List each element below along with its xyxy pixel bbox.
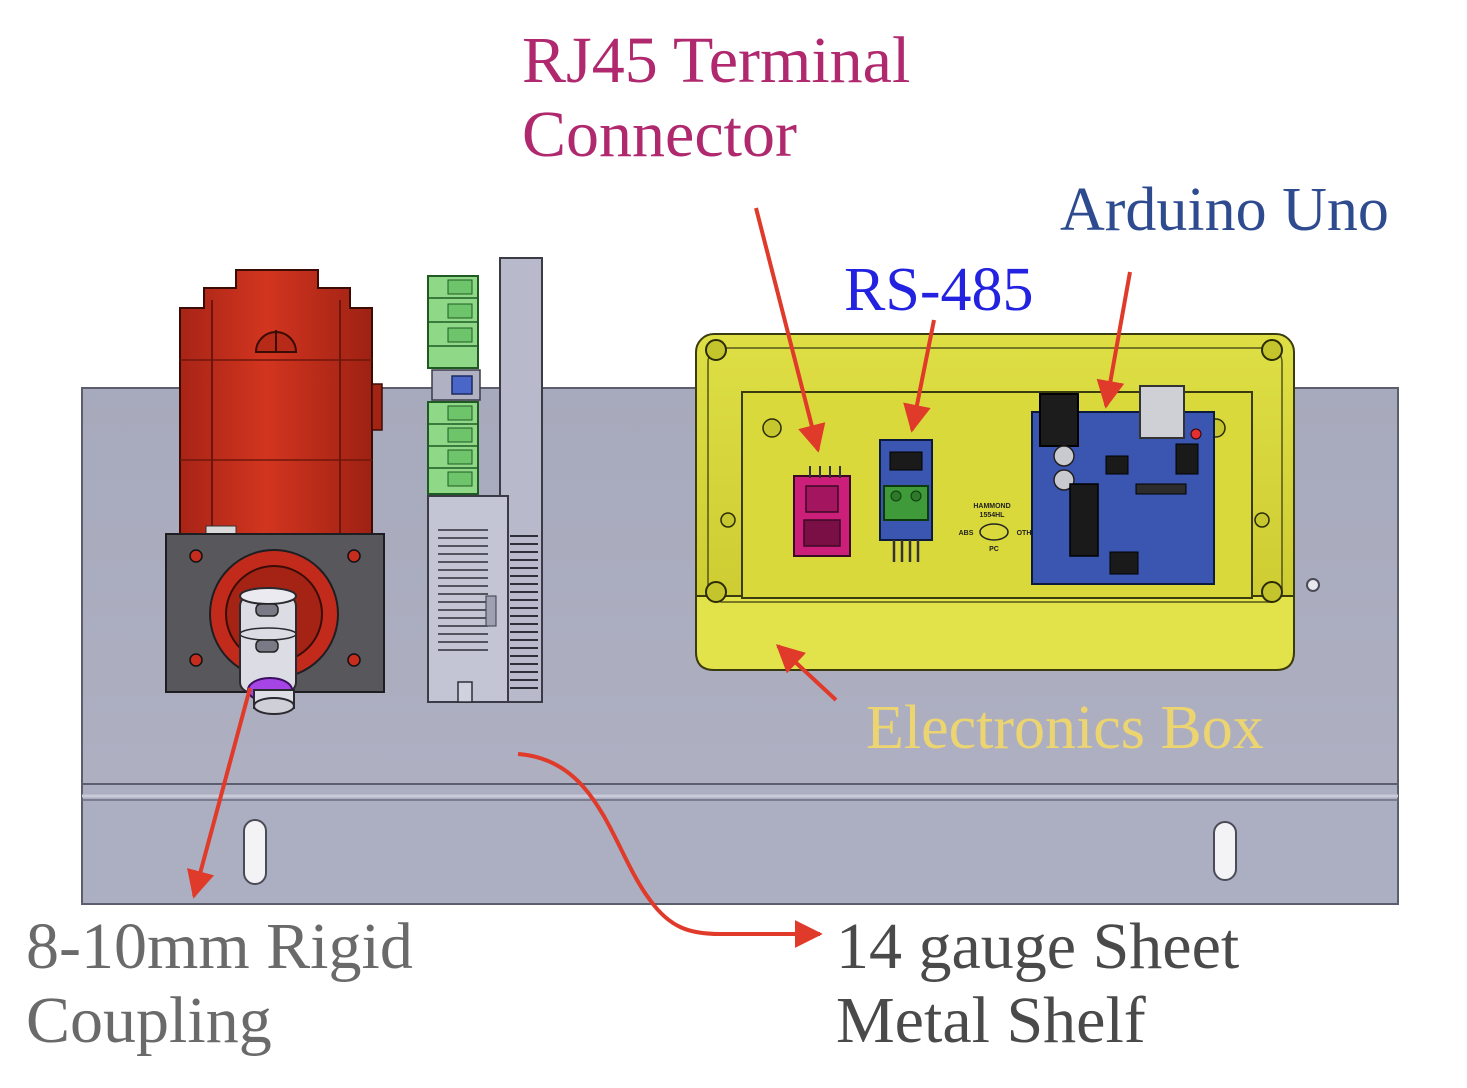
enclosure-brand: HAMMOND [973, 503, 1010, 510]
enclosure-oth: OTH [1017, 530, 1032, 537]
rigid-coupling [239, 587, 297, 715]
rs485-label: RS-485 [844, 256, 1034, 324]
mounting-slot [243, 819, 267, 885]
sheet-metal-shelf-label: 14 gauge Sheet Metal Shelf [836, 910, 1239, 1058]
enclosure-screw [1261, 339, 1283, 361]
enclosure-screw [705, 339, 727, 361]
arrow-arduino [1096, 271, 1132, 409]
electronics-box-label: Electronics Box [866, 694, 1264, 762]
enclosure-abs: ABS [959, 530, 974, 537]
rj45-label-line1: RJ45 Terminal [522, 24, 911, 97]
enclosure-pc: PC [989, 546, 999, 553]
rigid-coupling-label: 8-10mm Rigid Coupling [26, 910, 413, 1058]
coupling-label-line2: Coupling [26, 983, 272, 1057]
shelf-label-line1: 14 gauge Sheet [836, 910, 1240, 983]
enclosure-model: 1554HL [980, 512, 1006, 519]
mounting-slot [1213, 821, 1237, 881]
enclosure-screw [705, 581, 727, 603]
enclosure-screw [1261, 581, 1283, 603]
arrow-shelf [517, 752, 823, 948]
rj45-terminal-connector-label: RJ45 Terminal Connector [522, 24, 910, 172]
driver-vent [438, 529, 488, 651]
rj45-label-line2: Connector [522, 97, 797, 171]
arduino-uno-label: Arduino Uno [1060, 176, 1389, 244]
shelf-hole [1306, 578, 1320, 592]
terminal-block [427, 275, 479, 369]
coupling-label-line1: 8-10mm Rigid [26, 910, 413, 983]
shelf-label-line2: Metal Shelf [836, 983, 1146, 1057]
arrow-rj45 [754, 207, 826, 453]
enclosure-marking: HAMMOND 1554HL ABS OTH PC [959, 503, 1032, 553]
arrow-electronics-box [775, 644, 838, 702]
servo-driver [427, 257, 543, 703]
rj45-connector [793, 466, 851, 557]
terminal-block [427, 401, 479, 495]
driver-heatsink [510, 535, 538, 689]
rs485-module [879, 439, 933, 562]
arrow-coupling [187, 687, 252, 899]
arduino-uno-board [1031, 385, 1215, 585]
arrow-rs485 [903, 319, 936, 433]
leader-arrows [187, 207, 1132, 948]
